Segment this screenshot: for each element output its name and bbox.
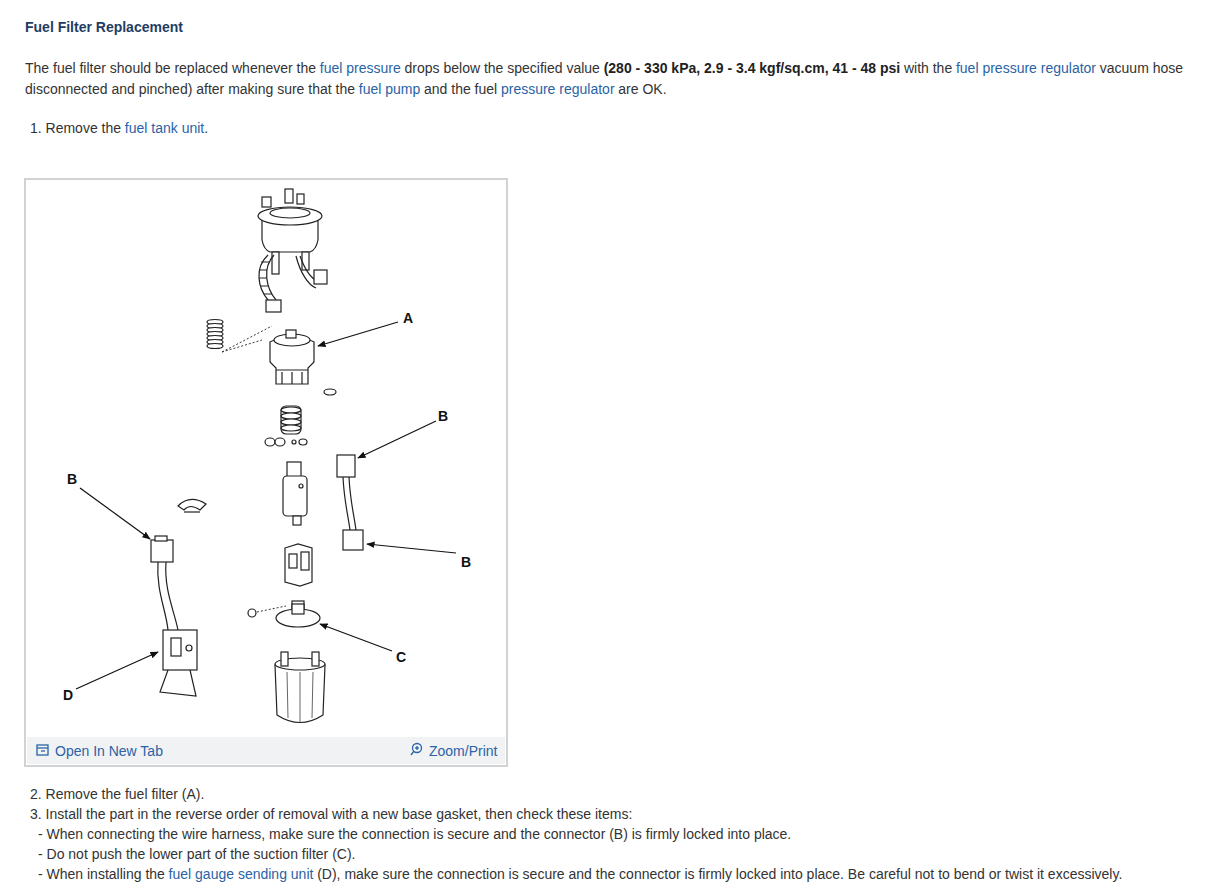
text-paragraph: 2. Remove the fuel filter (A).: [30, 784, 1180, 805]
text-paragraph: - When installing thefuel gauge sending …: [38, 864, 1208, 885]
body-text: drops below the specified value: [405, 60, 600, 76]
body-text: are OK.: [618, 81, 666, 97]
figure-frame: [25, 179, 507, 766]
body-text: - When connecting the wire harness, make…: [38, 826, 791, 842]
text-paragraph: The fuel filter should be replaced whene…: [25, 58, 1205, 100]
body-text: 1. Remove the: [30, 120, 121, 136]
spec-value: (280 - 330 kPa, 2.9 - 3.4 kgf/sq.cm, 41 …: [604, 60, 901, 76]
text-paragraph: - When connecting the wire harness, make…: [38, 824, 1208, 845]
link-text: fuel tank unit: [125, 120, 204, 136]
body-text: 3. Install the part in the reverse order…: [30, 806, 632, 822]
body-text: and the fuel: [424, 81, 497, 97]
body-text: - Do not push the lower part of the suct…: [38, 846, 355, 862]
link-text: pressure regulator: [501, 81, 615, 97]
body-text: .: [204, 120, 208, 136]
link-text: fuel gauge sending unit: [169, 866, 314, 882]
figure-link: Open In New Tab: [55, 743, 163, 759]
callout-letter: A: [403, 310, 413, 326]
link-text: fuel pressure: [320, 60, 401, 76]
fuel-pump-exploded-view: [151, 189, 363, 723]
figure-link: Zoom/Print: [429, 743, 497, 759]
figure-footer: [27, 737, 505, 764]
text-paragraph: 1. Remove thefuel tank unit.: [30, 118, 1180, 139]
body-text: - When installing the: [38, 866, 165, 882]
text-paragraph: 3. Install the part in the reverse order…: [30, 804, 1200, 825]
text-paragraph: - Do not push the lower part of the suct…: [38, 844, 1208, 865]
callout-letter: B: [461, 554, 471, 570]
body-text: with the: [904, 60, 952, 76]
callout-letter: B: [67, 471, 77, 487]
link-text: fuel pressure regulator: [956, 60, 1096, 76]
body-text: 2. Remove the fuel filter (A).: [30, 786, 204, 802]
callout-letter: B: [438, 408, 448, 424]
callout-letter: C: [396, 649, 406, 665]
page-title: Fuel Filter Replacement: [25, 19, 183, 35]
callout-letter: D: [63, 687, 73, 703]
body-text: The fuel filter should be replaced whene…: [25, 60, 316, 76]
body-text: (D), make sure the connection is secure …: [317, 866, 1122, 882]
link-text: fuel pump: [359, 81, 420, 97]
leader-lines: [76, 322, 456, 689]
